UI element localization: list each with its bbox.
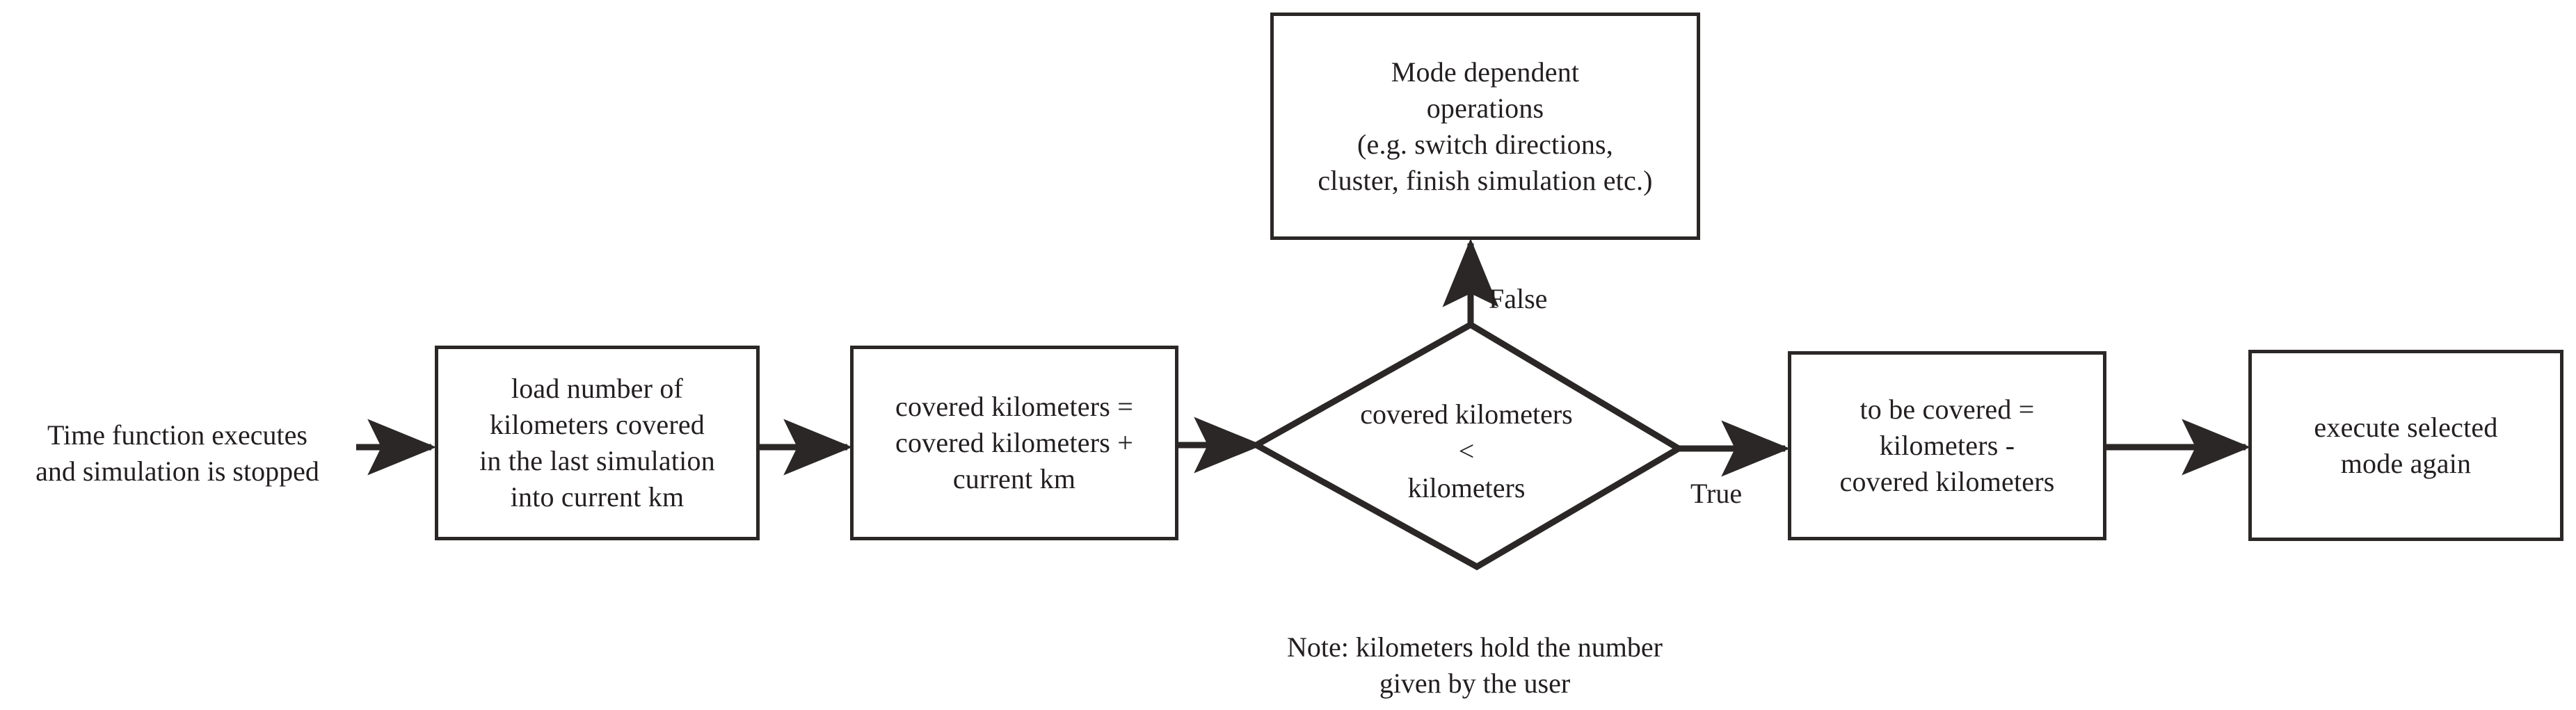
process-mode-dependent-operations[interactable]: Mode dependent operations (e.g. switch d…: [1270, 13, 1700, 240]
process-load-kilometers-label: load number of kilometers covered in the…: [479, 373, 715, 513]
decision-diamond-shape: [1249, 321, 1685, 571]
process-mode-dependent-operations-label: Mode dependent operations (e.g. switch d…: [1318, 56, 1653, 196]
process-execute-selected-mode[interactable]: execute selected mode again: [2248, 350, 2563, 541]
note-text: Note: kilometers hold the number given b…: [1287, 631, 1663, 699]
process-accumulate-covered-label: covered kilometers = covered kilometers …: [895, 391, 1133, 494]
process-accumulate-covered[interactable]: covered kilometers = covered kilometers …: [850, 346, 1178, 540]
decision-node-label: covered kilometers < kilometers: [1360, 398, 1573, 503]
edge-label-false: False: [1489, 283, 1548, 314]
process-execute-selected-mode-label: execute selected mode again: [2314, 411, 2498, 479]
process-to-be-covered[interactable]: to be covered = kilometers - covered kil…: [1788, 351, 2106, 540]
start-text: Time function executes and simulation is…: [35, 419, 319, 487]
edge-label-true: True: [1690, 478, 1743, 509]
process-to-be-covered-label: to be covered = kilometers - covered kil…: [1839, 394, 2055, 497]
process-load-kilometers[interactable]: load number of kilometers covered in the…: [435, 346, 760, 540]
